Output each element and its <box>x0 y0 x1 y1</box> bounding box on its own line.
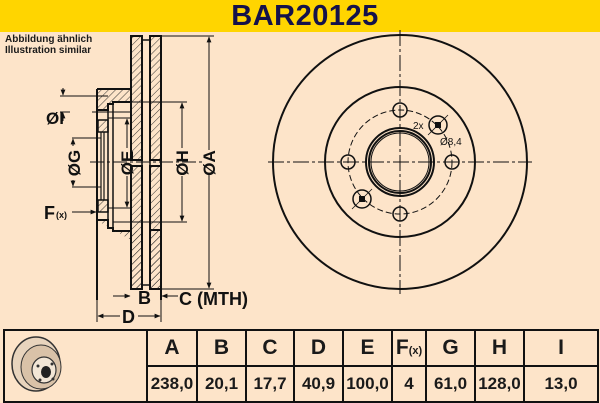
col-F: F(x) <box>391 329 427 367</box>
bolt-hole-left <box>340 154 356 170</box>
col-D: D <box>293 329 344 367</box>
col-F-sub: (x) <box>408 345 423 357</box>
col-F-letter: F <box>395 336 409 359</box>
val-G: 61,0 <box>425 365 476 403</box>
col-C: C <box>245 329 295 367</box>
val-H: 128,0 <box>474 365 525 403</box>
brake-disc-icon <box>10 336 61 392</box>
table-header-row: A B C D E F(x) G H I <box>3 329 599 403</box>
val-D: 40,9 <box>293 365 344 403</box>
col-G: G <box>425 329 476 367</box>
locating-hole-1 <box>428 115 448 135</box>
col-E: E <box>342 329 393 367</box>
note-line-en: Illustration similar <box>5 45 92 56</box>
note-line-de: Abbildung ähnlich <box>5 34 93 45</box>
col-H: H <box>474 329 525 367</box>
label-C: C (MTH) <box>179 289 248 309</box>
technical-drawing: ØI ØG ØE ØH ØA F (x) B C (MTH) D 2x Ø8,4 <box>44 30 532 327</box>
label-B: B <box>138 288 151 308</box>
bolt-hole-bottom <box>392 206 408 222</box>
header-bar <box>0 0 600 32</box>
col-I: I <box>523 329 599 367</box>
label-G: ØG <box>65 150 84 176</box>
label-F-sub: (x) <box>56 210 67 220</box>
bolt-hole-right <box>444 154 460 170</box>
hole-count-label: 2x <box>413 121 424 132</box>
val-E: 100,0 <box>342 365 393 403</box>
part-number-title: BAR20125 <box>231 0 379 32</box>
col-B: B <box>196 329 247 367</box>
spec-table: A B C D E F(x) G H I 238,0 20,1 17,7 40,… <box>3 329 599 403</box>
bolt-hole-top <box>392 102 408 118</box>
val-B: 20,1 <box>196 365 247 403</box>
val-A: 238,0 <box>146 365 198 403</box>
label-D: D <box>122 307 135 327</box>
section-labels: ØI ØG ØE ØH ØA F (x) B C (MTH) D <box>44 109 248 327</box>
val-C: 17,7 <box>245 365 295 403</box>
locating-hole-2 <box>352 189 372 209</box>
section-view <box>60 35 214 322</box>
val-I: 13,0 <box>523 365 599 403</box>
label-I: ØI <box>46 109 64 128</box>
val-F: 4 <box>391 365 427 403</box>
label-A: ØA <box>200 150 219 176</box>
illustration-note: Abbildung ähnlich Illustration similar <box>5 34 92 56</box>
dimension-lines <box>60 36 212 319</box>
label-H: ØH <box>173 150 192 176</box>
col-A: A <box>146 329 198 367</box>
hole-diameter-label: Ø8,4 <box>440 137 462 148</box>
thumbnail-cell <box>3 329 148 403</box>
label-E: ØE <box>118 151 137 176</box>
front-view <box>268 30 532 294</box>
label-F: F <box>44 203 55 223</box>
